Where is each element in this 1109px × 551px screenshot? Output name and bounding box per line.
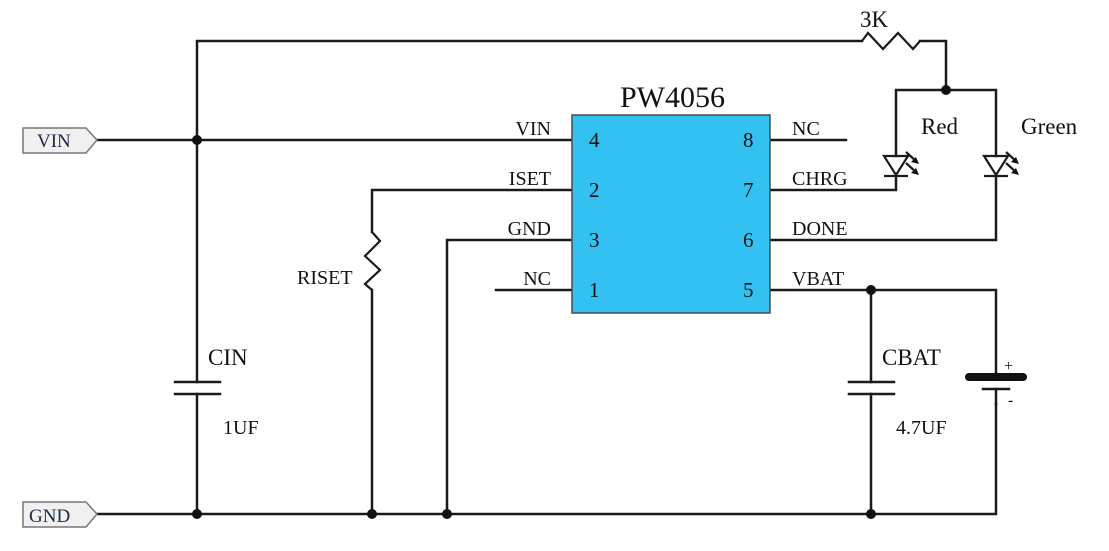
junction-dot	[192, 135, 202, 145]
pin-number: 1	[589, 278, 600, 302]
pin-label: NC	[792, 118, 820, 140]
junction-dot	[866, 509, 876, 519]
pin-label: VBAT	[792, 268, 844, 290]
pin-label: VIN	[515, 118, 551, 140]
resistor-3k[interactable]: 3K	[860, 7, 921, 51]
junction-dot	[367, 509, 377, 519]
pin-number: 3	[589, 228, 600, 252]
pin-number: 7	[743, 178, 754, 202]
battery[interactable]: + -	[965, 358, 1027, 409]
wires	[95, 39, 998, 516]
led-arrowhead	[911, 157, 919, 164]
capacitor-cin[interactable]: CIN 1UF	[173, 345, 259, 439]
resistor-riset[interactable]: RISET	[297, 231, 382, 291]
port-gnd-label: GND	[29, 506, 70, 527]
led-arrowhead	[911, 168, 919, 175]
pin-label: DONE	[792, 218, 848, 240]
resistor-3k-value: 3K	[860, 7, 889, 32]
pin-number: 6	[743, 228, 754, 252]
junction-dot	[192, 509, 202, 519]
capacitor-cbat-name: CBAT	[882, 345, 941, 370]
wire-vbat	[768, 288, 998, 378]
capacitor-cin-value: 1UF	[223, 417, 259, 439]
chip-pw4056[interactable]: PW4056 4 2 3 1 8 7 6 5 VIN ISET GND NC N…	[508, 81, 848, 314]
wire-gnd-rail	[95, 402, 998, 516]
junction-dot	[866, 285, 876, 295]
capacitor-cin-name: CIN	[208, 345, 248, 370]
resistor-zigzag-icon	[363, 231, 382, 291]
wire-3k-to-led-node	[918, 39, 948, 92]
pin-label: ISET	[509, 168, 551, 190]
port-gnd[interactable]: GND	[22, 501, 98, 528]
pin-number: 5	[743, 278, 754, 302]
port-vin[interactable]: VIN	[22, 127, 98, 154]
pin-number: 8	[743, 128, 754, 152]
wire-done	[768, 174, 998, 242]
port-vin-label: VIN	[37, 131, 71, 152]
pin-label: NC	[523, 268, 551, 290]
led-arrowhead	[1011, 157, 1019, 164]
pin-number: 4	[589, 128, 600, 152]
capacitor-cbat-value: 4.7UF	[896, 417, 947, 439]
led-arrowhead	[1011, 168, 1019, 175]
capacitor-cbat[interactable]: CBAT 4.7UF	[847, 345, 947, 439]
resistor-riset-name: RISET	[297, 267, 353, 289]
led-diode-icon	[982, 154, 1010, 178]
junction-dot	[941, 85, 951, 95]
junction-dot	[442, 509, 452, 519]
battery-plus-sign: +	[1004, 358, 1013, 375]
wire-gnd-pin	[445, 238, 574, 516]
battery-minus-sign: -	[1008, 392, 1013, 409]
resistor-zigzag-icon	[861, 31, 921, 51]
chip-name: PW4056	[620, 81, 725, 114]
wire-iset	[370, 188, 574, 234]
led-green-label: Green	[1021, 114, 1078, 139]
led-red[interactable]: Red	[882, 114, 959, 178]
pin-label: GND	[508, 218, 551, 240]
port-vin-shape	[22, 127, 98, 154]
pin-number: 2	[589, 178, 600, 202]
chip-body	[571, 114, 771, 314]
junctions	[192, 85, 951, 519]
led-diode-icon	[882, 154, 910, 178]
led-red-label: Red	[921, 114, 959, 139]
pin-label: CHRG	[792, 168, 848, 190]
led-green[interactable]: Green	[982, 114, 1078, 178]
port-gnd-shape	[22, 501, 98, 528]
wire-chrg	[768, 174, 898, 192]
wire-vin-to-3k	[195, 39, 864, 142]
